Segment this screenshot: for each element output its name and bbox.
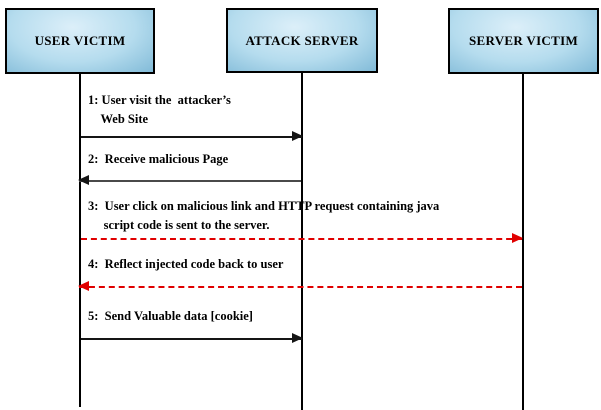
message-5-arrow-line bbox=[81, 338, 302, 340]
message-1-label: 1: User visit the attacker’s Web Site bbox=[88, 93, 231, 126]
message-2-arrow-line bbox=[79, 180, 301, 182]
message-4-label: 4: Reflect injected code back to user bbox=[88, 257, 284, 271]
actor-user-victim-label: USER VICTIM bbox=[34, 33, 126, 48]
message-2-label: 2: Receive malicious Page bbox=[88, 152, 229, 166]
message-3-arrow-line bbox=[81, 238, 522, 240]
arrowhead-left-icon bbox=[78, 281, 89, 291]
message-3-label: 3: User click on malicious link and HTTP… bbox=[88, 199, 440, 232]
message-1-arrow-line bbox=[81, 136, 302, 138]
message-5-label: 5: Send Valuable data [cookie] bbox=[88, 309, 253, 323]
actor-attack-server-label: ATTACK SERVER bbox=[245, 32, 359, 48]
lifeline-server-victim bbox=[522, 74, 524, 410]
actor-attack-server: ATTACK SERVER bbox=[226, 8, 378, 73]
lifeline-attack-server bbox=[301, 73, 303, 410]
arrowhead-right-icon bbox=[292, 333, 303, 343]
actor-server-victim: SERVER VICTIM bbox=[448, 8, 599, 74]
actor-server-victim-label: SERVER VICTIM bbox=[468, 33, 579, 48]
arrowhead-right-icon bbox=[512, 233, 523, 243]
message-4-arrow-line bbox=[79, 286, 522, 288]
arrowhead-right-icon bbox=[292, 131, 303, 141]
actor-user-victim: USER VICTIM bbox=[5, 8, 155, 74]
lifeline-user-victim bbox=[79, 74, 81, 407]
arrowhead-left-icon bbox=[78, 175, 89, 185]
